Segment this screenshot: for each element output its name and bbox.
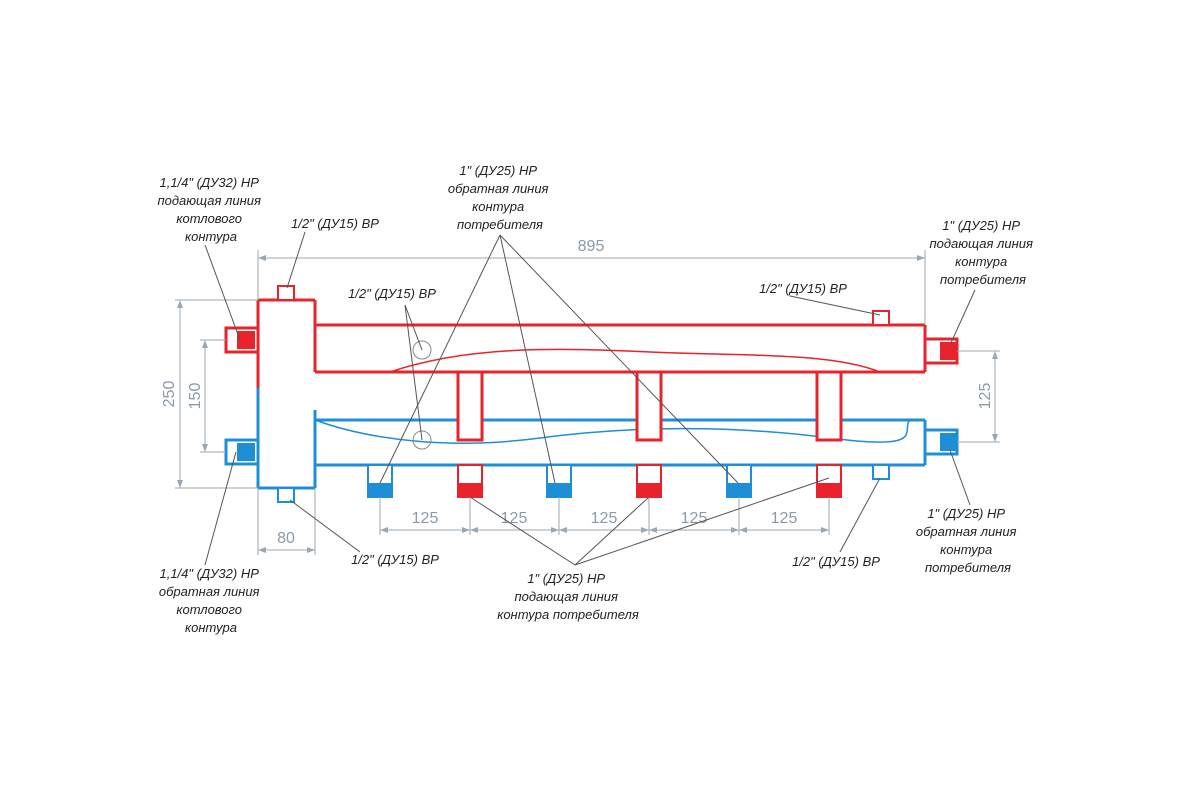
label-boiler-supply: 1,1/4" (ДУ32) НР подающая линия котловог… [157, 175, 264, 244]
boiler-supply-port [224, 326, 260, 354]
supply-header-top-port [872, 310, 890, 326]
dimension-separator-width: 80 [257, 488, 316, 555]
dim-895-text: 895 [578, 238, 605, 255]
dim-250-text: 250 [161, 381, 178, 408]
dimension-total-length: 895 [257, 238, 926, 325]
dim-80-text: 80 [277, 530, 295, 547]
label-consumer-return-top: 1" (ДУ25) НР обратная линия контура потр… [448, 163, 552, 232]
hydraulic-separator [256, 298, 317, 490]
dimension-height-boiler: 150 [187, 339, 226, 453]
separator-top-port [277, 285, 295, 301]
dim-spacing-2: 125 [501, 510, 528, 527]
return-outlet-3 [726, 464, 752, 498]
label-bottom-port: 1/2" (ДУ15) ВР [351, 552, 439, 567]
separator-bottom-port [277, 487, 295, 503]
dim-spacing-5: 125 [771, 510, 798, 527]
supply-outlet-1 [457, 464, 483, 498]
label-left-ports: 1/2" (ДУ15) ВР [348, 286, 436, 301]
dimension-height-right: 125 [957, 350, 1000, 443]
upper-marker-circle [412, 340, 432, 360]
return-outlet-2 [546, 464, 572, 498]
consumer-supply-right-port [923, 337, 959, 365]
boiler-return-port [224, 438, 260, 466]
dim-spacing-1: 125 [412, 510, 439, 527]
label-consumer-supply-right: 1" (ДУ25) НР подающая линия контура потр… [929, 218, 1036, 287]
connecting-tubes [456, 370, 843, 442]
dim-spacing-3: 125 [591, 510, 618, 527]
label-top-port: 1/2" (ДУ15) ВР [291, 216, 379, 231]
label-top-right-port: 1/2" (ДУ15) ВР [759, 281, 847, 296]
bottom-outlets [367, 464, 842, 498]
consumer-return-right-port [923, 428, 959, 456]
supply-outlet-2 [636, 464, 662, 498]
supply-outlet-3 [816, 464, 842, 498]
lower-marker-circle [412, 430, 432, 450]
label-bottom-right-port: 1/2" (ДУ15) ВР [792, 554, 880, 569]
dim-125-right-text: 125 [977, 383, 994, 410]
label-consumer-return-right: 1" (ДУ25) НР обратная линия контура потр… [916, 506, 1020, 575]
dimension-height-total: 250 [161, 299, 258, 489]
dim-spacing-4: 125 [681, 510, 708, 527]
dim-150-text: 150 [187, 383, 204, 410]
label-boiler-return: 1,1/4" (ДУ32) НР обратная линия котловог… [159, 566, 263, 635]
supply-header [313, 323, 927, 374]
return-header-bottom-port [872, 464, 890, 480]
leader-lines [204, 231, 976, 566]
return-outlet-1 [367, 464, 393, 498]
dimension-spacings: 125 125 125 125 125 [379, 497, 830, 535]
label-consumer-supply-bottom: 1" (ДУ25) НР подающая линия контура потр… [497, 571, 639, 622]
